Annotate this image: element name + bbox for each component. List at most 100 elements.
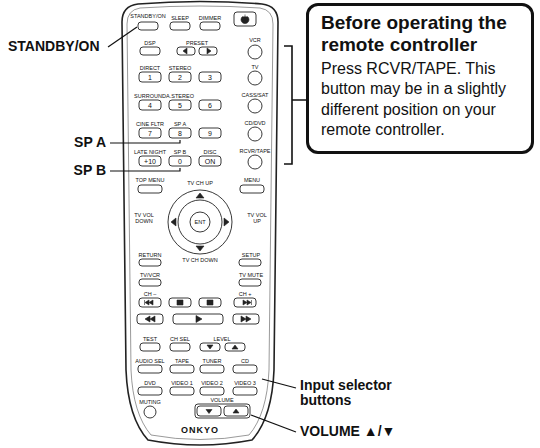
remote-button bbox=[140, 47, 160, 55]
remote-button bbox=[240, 185, 264, 193]
remote-button bbox=[139, 128, 161, 138]
remote-button bbox=[139, 279, 161, 286]
round-button bbox=[190, 212, 210, 232]
remote-button bbox=[224, 406, 248, 416]
remote-button bbox=[233, 314, 259, 324]
button-symbol bbox=[206, 410, 212, 414]
remote-button bbox=[170, 387, 194, 395]
button-label: RCVR/TAPE bbox=[239, 148, 270, 154]
remote-button bbox=[199, 47, 217, 55]
button-label: A.STEREO bbox=[166, 93, 194, 99]
remote-button bbox=[199, 72, 221, 82]
button-label: 5 bbox=[178, 102, 182, 110]
button-symbol bbox=[232, 345, 238, 349]
remote-button bbox=[234, 12, 256, 26]
callout-bracket bbox=[284, 46, 306, 164]
remote-button bbox=[139, 100, 161, 110]
remote-button bbox=[138, 185, 162, 193]
remote-button bbox=[170, 22, 190, 30]
callout-heading: Before operating the remote controller bbox=[321, 12, 521, 57]
button-label: ON bbox=[205, 158, 216, 166]
button-label: CH SEL bbox=[170, 336, 190, 342]
button-label: TEST bbox=[143, 336, 157, 342]
remote-button bbox=[200, 387, 224, 395]
button-symbol bbox=[171, 218, 176, 226]
button-label: DIMMER bbox=[199, 15, 221, 21]
leader-line bbox=[108, 27, 137, 47]
button-label: 2 bbox=[178, 74, 182, 82]
leader-line bbox=[110, 140, 180, 143]
remote-button bbox=[169, 100, 191, 110]
button-label: MUTING bbox=[139, 399, 161, 405]
remote-inner-edge bbox=[127, 6, 273, 440]
leader-line bbox=[262, 379, 296, 388]
callout-box: Before operating the remote controllerPr… bbox=[306, 3, 534, 154]
remote-button bbox=[137, 314, 163, 324]
remote-button bbox=[233, 387, 257, 395]
button-symbol bbox=[224, 218, 229, 226]
button-label: DVD bbox=[144, 380, 156, 386]
leader-lines bbox=[108, 27, 306, 432]
remote-button bbox=[139, 259, 161, 266]
button-symbol bbox=[233, 409, 239, 413]
round-button bbox=[144, 406, 156, 418]
remote-body bbox=[122, 2, 278, 446]
button-symbol bbox=[241, 15, 249, 24]
button-label: 1 bbox=[148, 74, 152, 82]
remote-button bbox=[200, 343, 220, 351]
button-symbols bbox=[145, 15, 252, 414]
button-label: VOLUME bbox=[210, 397, 233, 403]
button-symbol bbox=[241, 316, 251, 322]
remote-button bbox=[239, 279, 261, 286]
button-label: CH + bbox=[239, 291, 252, 297]
button-label: VIDEO 2 bbox=[201, 380, 223, 386]
round-button bbox=[248, 127, 262, 141]
button-label: DIRECT bbox=[140, 65, 160, 71]
button-label: PRESET bbox=[186, 40, 208, 46]
button-label: AUDIO SEL bbox=[135, 358, 164, 364]
button-label: VIDEO 3 bbox=[234, 380, 256, 386]
remote-button bbox=[197, 406, 221, 416]
button-label: SP B bbox=[174, 149, 186, 155]
remote-button bbox=[225, 343, 245, 351]
button-label: CD bbox=[241, 358, 249, 364]
button-label: TOP MENU bbox=[136, 177, 165, 183]
leader-line bbox=[251, 415, 296, 432]
callout-label: SP A bbox=[74, 135, 106, 150]
brand-logo: ONKYO bbox=[181, 426, 219, 436]
button-symbol bbox=[183, 48, 187, 54]
button-symbol bbox=[196, 193, 204, 198]
button-symbol bbox=[177, 300, 183, 305]
button-label: VIDEO 1 bbox=[171, 380, 193, 386]
button-label: TV CH UP bbox=[187, 180, 213, 186]
button-label: ENT bbox=[195, 219, 206, 225]
callout-label: VOLUME ▲/▼ bbox=[300, 424, 395, 439]
button-label: TV MUTE bbox=[239, 272, 263, 278]
button-label: RETURN bbox=[139, 252, 162, 258]
button-label: 3 bbox=[208, 74, 212, 82]
button-label: SURROUND bbox=[134, 93, 166, 99]
remote-button bbox=[169, 72, 191, 82]
button-label: CINE FLTR bbox=[136, 121, 164, 127]
remote-buttons bbox=[137, 12, 264, 418]
button-symbol bbox=[196, 316, 202, 323]
callout-label: SP B bbox=[74, 163, 106, 178]
button-label: SETUP bbox=[242, 252, 260, 258]
remote-button bbox=[139, 298, 161, 307]
button-label: LEVEL bbox=[213, 336, 230, 342]
remote-button bbox=[233, 365, 257, 373]
remote-button bbox=[138, 365, 162, 373]
button-label: 6 bbox=[208, 102, 212, 110]
button-label: STANDBY/ON bbox=[130, 13, 165, 19]
remote-button bbox=[169, 128, 191, 138]
remote-button bbox=[139, 72, 161, 82]
button-label: 4 bbox=[148, 102, 152, 110]
button-label: 7 bbox=[148, 130, 152, 138]
button-symbol bbox=[243, 300, 252, 305]
remote-button bbox=[199, 298, 221, 307]
round-button bbox=[248, 99, 262, 113]
button-symbol bbox=[196, 246, 204, 251]
button-label: CD/DVD bbox=[244, 120, 265, 126]
button-label: TAPE bbox=[175, 358, 189, 364]
button-label: 8 bbox=[178, 130, 182, 138]
